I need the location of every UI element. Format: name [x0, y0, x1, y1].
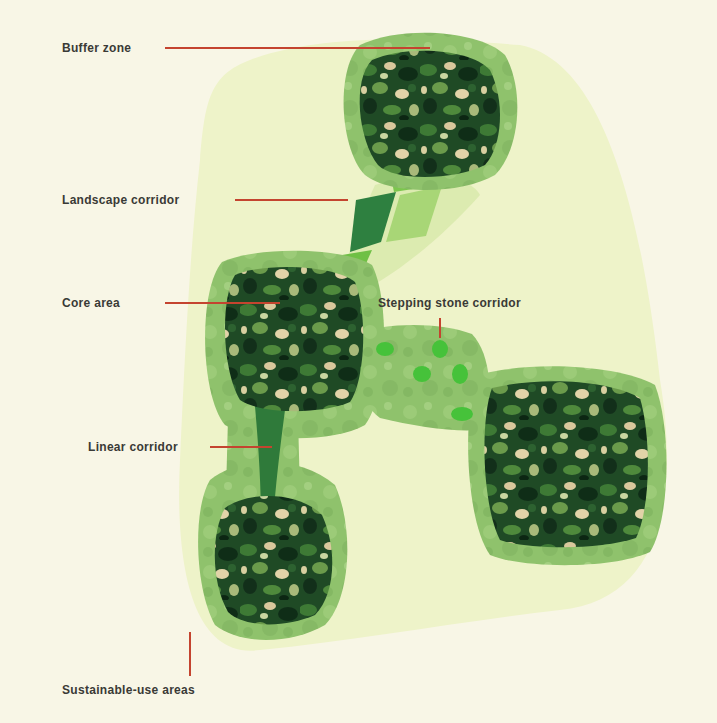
buffer-zone: [344, 33, 518, 190]
core-area: [215, 496, 332, 624]
sustainable-use-area: [179, 39, 667, 650]
buffer-zone: [468, 366, 666, 565]
core-area: [360, 51, 500, 177]
part-label: Core area: [62, 296, 120, 310]
core-area: [225, 267, 363, 411]
stepping-stones: [376, 340, 473, 421]
landscape-corridor-patch: [350, 192, 396, 252]
buffer-zone: [205, 251, 384, 439]
part-label: Linear corridor: [88, 440, 178, 454]
part-label: Stepping stone corridor: [378, 296, 521, 310]
part-label: Buffer zone: [62, 41, 131, 55]
buffer-zone: [351, 325, 490, 430]
part-label: Landscape corridor: [62, 193, 179, 207]
part-label: Sustainable-use areas: [62, 683, 195, 697]
core-area: [484, 381, 647, 547]
leader-lines: [165, 48, 440, 676]
